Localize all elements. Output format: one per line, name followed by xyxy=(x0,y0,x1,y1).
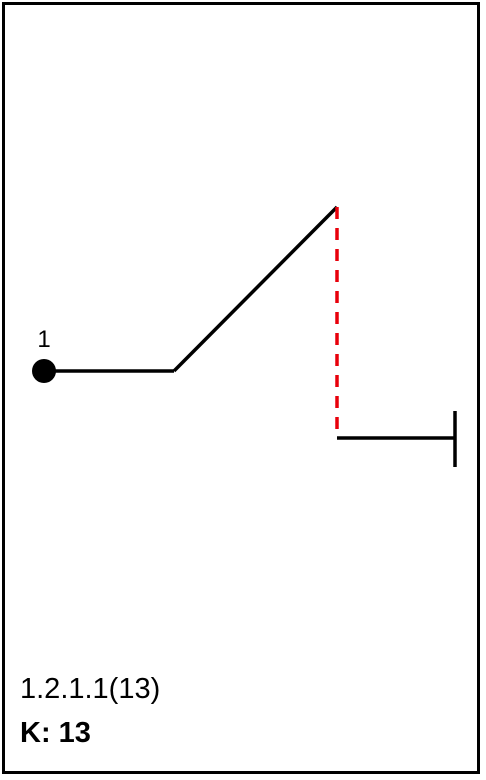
k-value-line: K: 13 xyxy=(20,717,91,750)
segment-diagonal xyxy=(172,205,339,373)
diagram-code: 1.2.1.1(13) xyxy=(20,673,161,705)
k-label: K: xyxy=(20,717,51,749)
diagram-frame xyxy=(2,2,480,774)
start-node-label: 1 xyxy=(37,326,50,353)
k-value: 13 xyxy=(58,717,91,749)
